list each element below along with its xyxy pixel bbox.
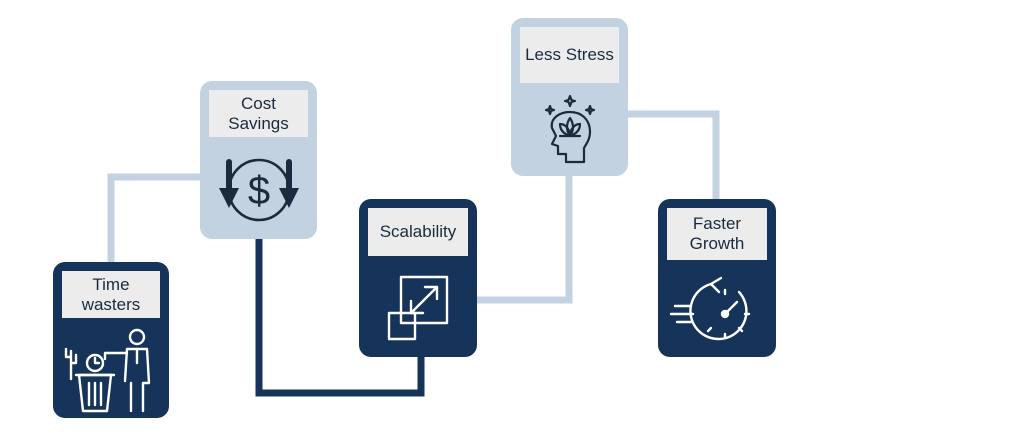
- card-faster-growth: Faster Growth: [658, 199, 776, 357]
- svg-text:$: $: [247, 169, 269, 213]
- card-scalability: Scalability: [359, 199, 477, 357]
- card-less-stress: Less Stress: [511, 18, 628, 176]
- card-label: Time wasters: [62, 271, 160, 318]
- card-cost-savings: Cost Savings $: [200, 81, 317, 239]
- card-label: Faster Growth: [667, 208, 767, 260]
- speedometer-icon: [658, 265, 776, 357]
- dollar-down-arrows-icon: $: [200, 143, 317, 239]
- card-label: Scalability: [368, 208, 468, 256]
- connector-cost-to-scalability: [255, 238, 425, 397]
- card-time-wasters: Time wasters: [53, 262, 169, 418]
- lotus-head-icon: [511, 88, 628, 176]
- trash-clock-person-icon: [53, 322, 169, 418]
- card-label: Cost Savings: [209, 90, 308, 137]
- expand-arrows-icon: [359, 263, 477, 357]
- connector-scalability-to-stress: [476, 176, 573, 304]
- connector-stress-to-growth: [627, 110, 720, 199]
- card-label: Less Stress: [520, 27, 619, 83]
- connector-time-to-cost: [107, 173, 202, 262]
